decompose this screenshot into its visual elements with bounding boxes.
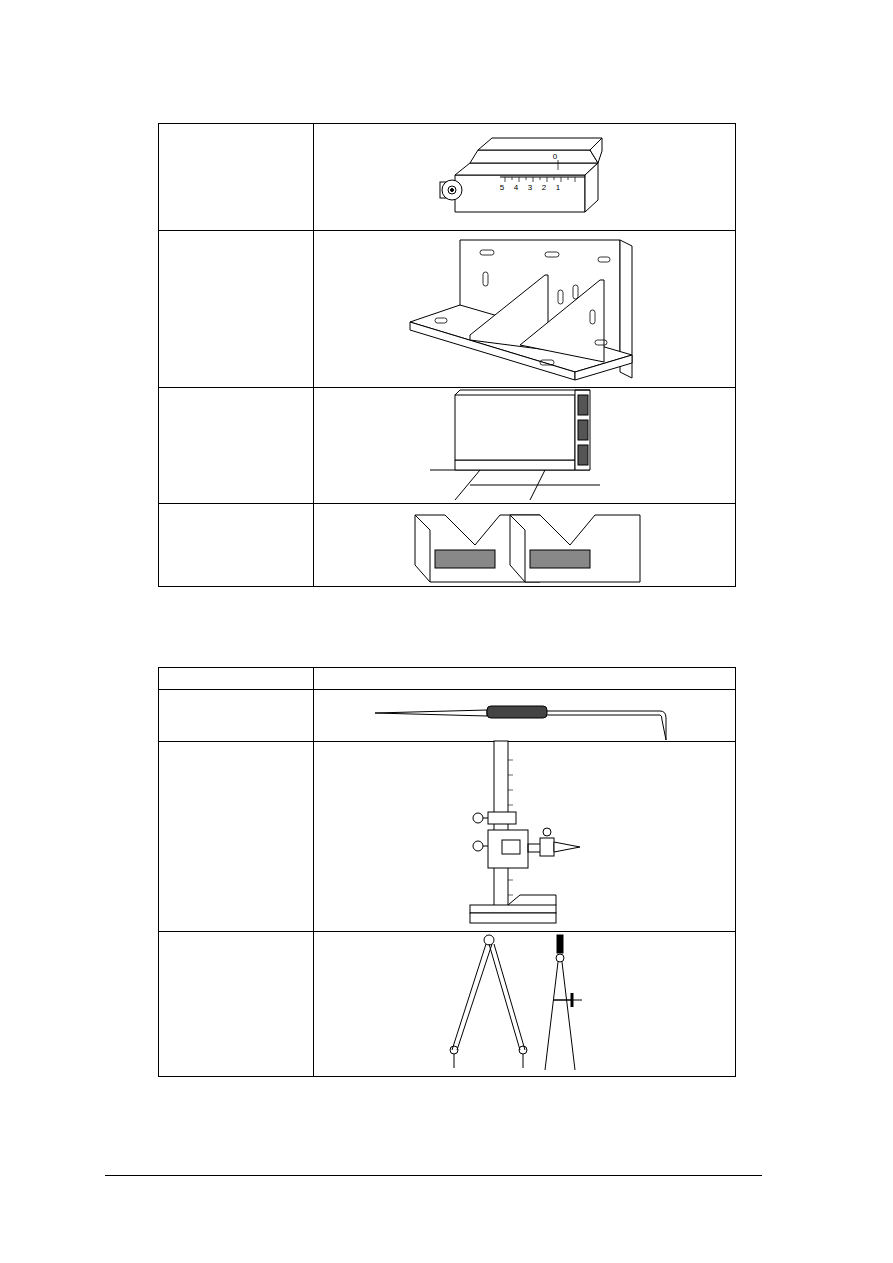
box-parallel bbox=[430, 390, 600, 500]
v-blocks bbox=[415, 515, 640, 582]
height-gauge bbox=[470, 741, 580, 923]
dividers bbox=[450, 935, 582, 1070]
scale-number: 3 bbox=[528, 183, 532, 192]
scale-number: 5 bbox=[500, 183, 504, 192]
scale-number: 1 bbox=[556, 183, 560, 192]
scriber bbox=[375, 706, 666, 740]
table-grid bbox=[159, 668, 736, 1077]
scale-number: 4 bbox=[514, 183, 518, 192]
angle-plate bbox=[410, 240, 632, 380]
table-grid bbox=[159, 124, 736, 587]
scale-number: 0 bbox=[553, 152, 557, 161]
scale-number: 2 bbox=[542, 183, 546, 192]
footer-rule bbox=[105, 1175, 762, 1176]
adjustable-block bbox=[440, 138, 602, 212]
